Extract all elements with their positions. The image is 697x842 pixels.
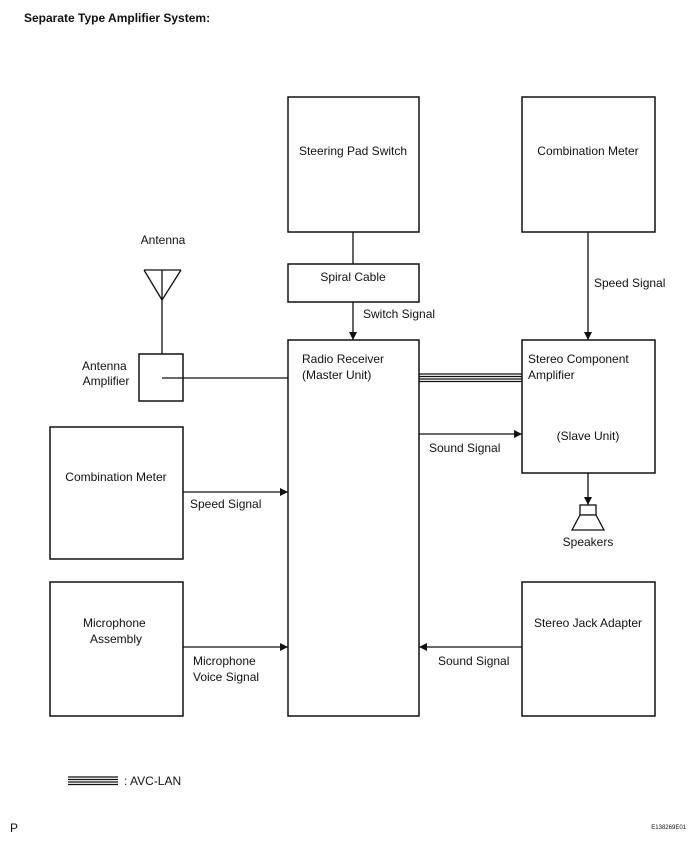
switch-signal-label: Switch Signal: [363, 307, 435, 321]
radio-receiver-block: [287, 339, 420, 717]
footer-figure-code: E138269E01: [651, 825, 686, 831]
avc-lan-bus: [419, 373, 522, 383]
stereo-component-amplifier-label: Stereo Component Amplifier: [528, 352, 632, 382]
antenna-label: Antenna: [141, 233, 186, 247]
microphone-assembly-block: [49, 581, 184, 717]
sound-signal-amp-label: Sound Signal: [429, 441, 500, 455]
speed-signal-left-label: Speed Signal: [190, 497, 261, 511]
stereo-jack-adapter-label: Stereo Jack Adapter: [534, 616, 642, 630]
combination-meter-left-label: Combination Meter: [65, 470, 166, 484]
microphone-voice-signal-label: Microphone Voice Signal: [193, 654, 259, 684]
combination-meter-top-label: Combination Meter: [537, 144, 638, 158]
steering-pad-switch-label: Steering Pad Switch: [299, 144, 407, 158]
slave-unit-label: (Slave Unit): [557, 429, 620, 443]
spiral-cable-label: Spiral Cable: [320, 270, 386, 284]
avc-lan-legend-label: : AVC-LAN: [124, 774, 181, 788]
combination-meter-top-block: [521, 96, 656, 233]
microphone-assembly-label: Microphone Assembly: [83, 616, 149, 646]
combination-meter-left-block: [49, 426, 184, 560]
spiral-cable-block: [287, 263, 420, 303]
stereo-component-amplifier-block: [521, 339, 656, 474]
speed-signal-top-label: Speed Signal: [594, 276, 665, 290]
antenna-amplifier-label: Antenna Amplifier: [82, 359, 130, 388]
stereo-jack-adapter-block: [521, 581, 656, 717]
diagram-title: Separate Type Amplifier System:: [24, 11, 210, 25]
radio-receiver-label: Radio Receiver (Master Unit): [302, 352, 387, 382]
speakers-label: Speakers: [563, 535, 614, 549]
steering-pad-switch-block: [287, 96, 420, 233]
sound-signal-jack-label: Sound Signal: [438, 654, 509, 668]
footer-left-mark: P: [10, 821, 18, 835]
speaker-icon: [570, 504, 606, 531]
avc-lan-legend-symbol: [68, 776, 118, 786]
